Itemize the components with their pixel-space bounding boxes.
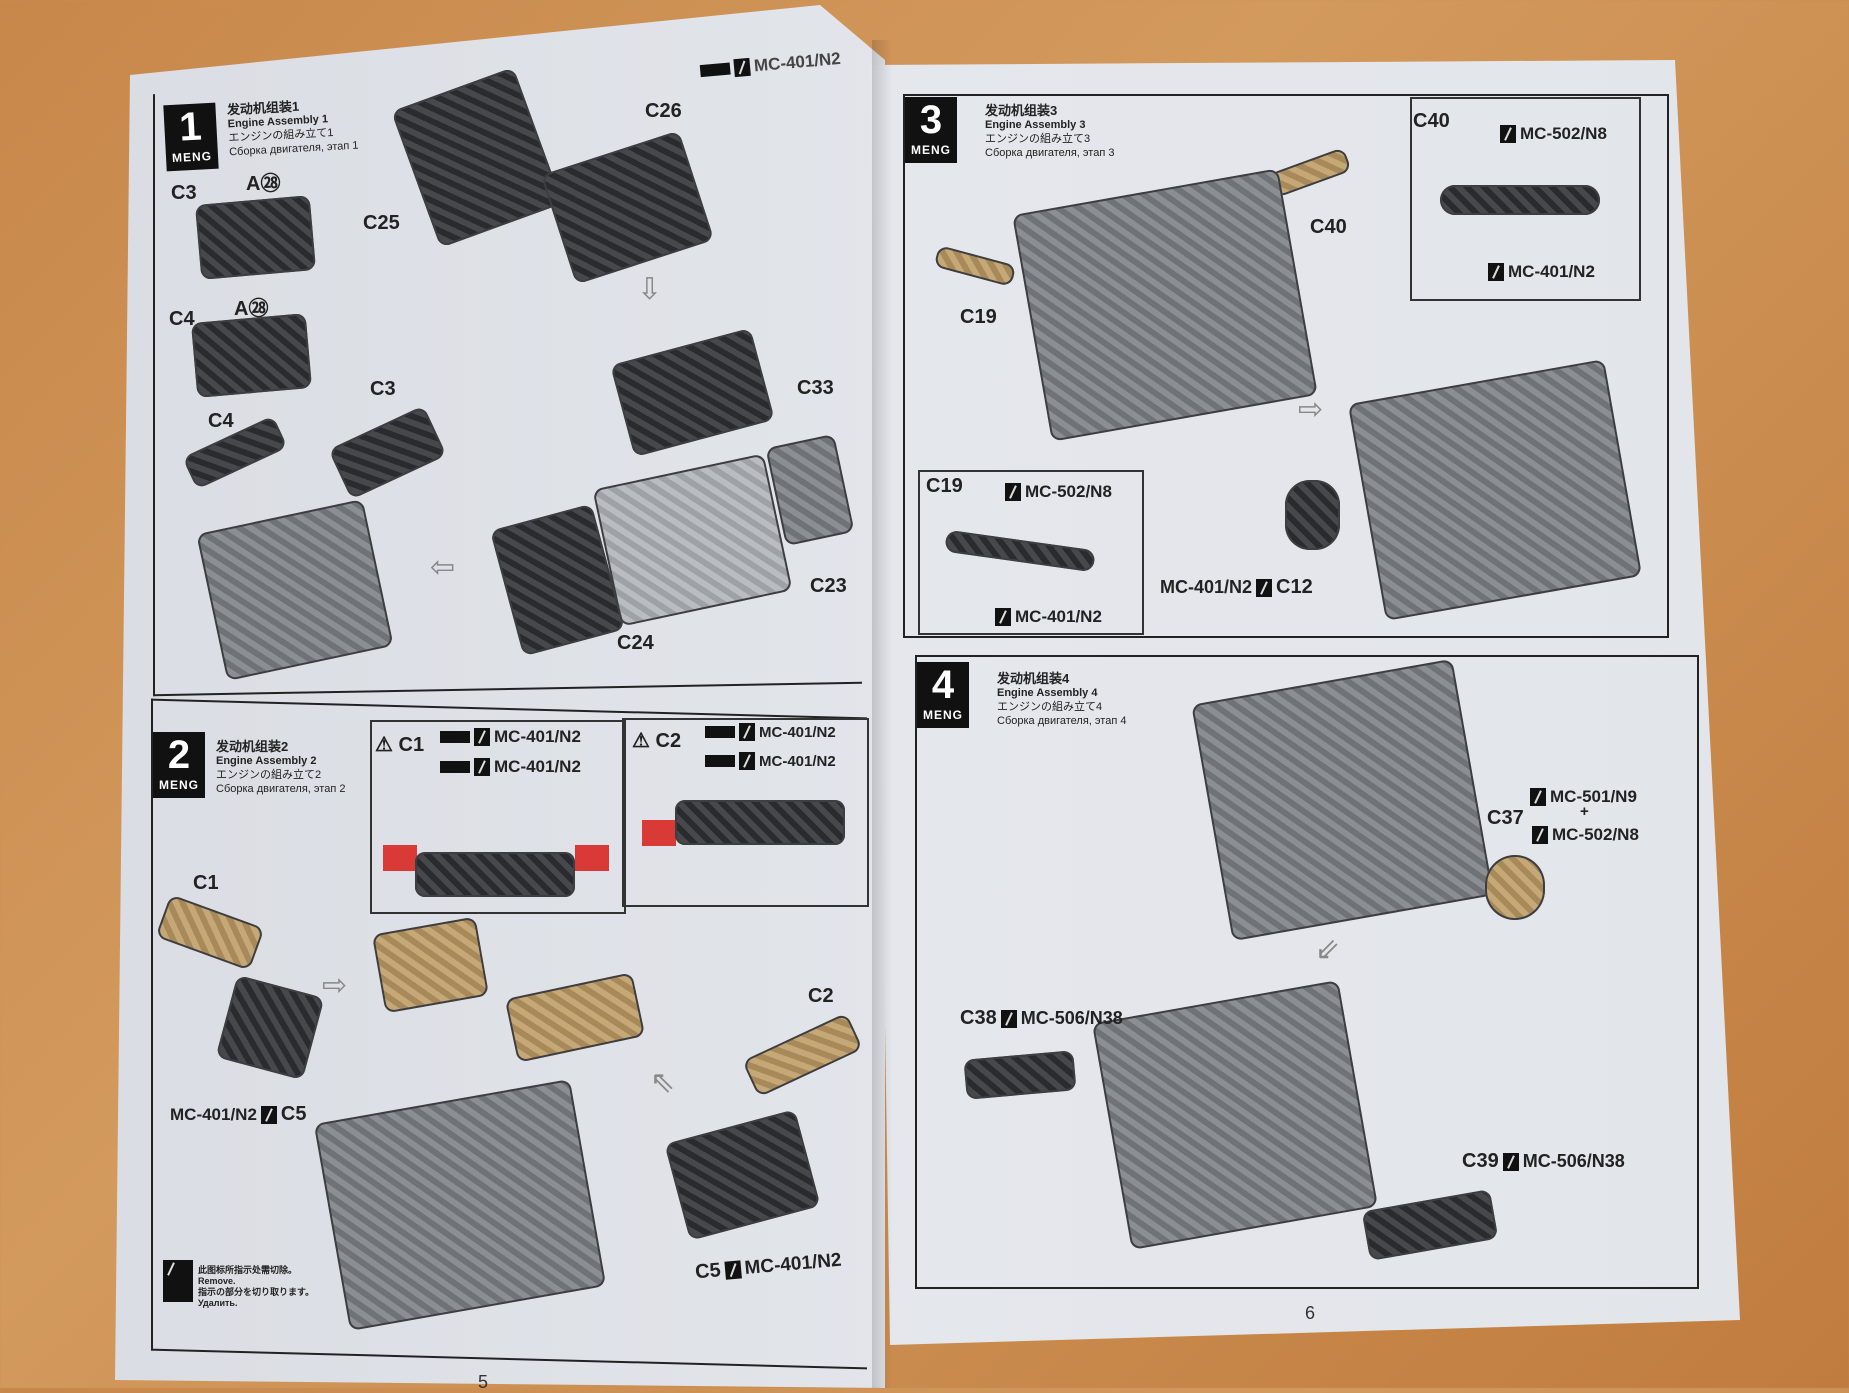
label-c3: C3 (370, 378, 396, 400)
label-c3: C3 (171, 182, 197, 204)
label-c25: C25 (363, 212, 400, 234)
page-number-left: 5 (478, 1372, 489, 1392)
label-c4: C4 (208, 410, 234, 432)
label-c40: C40 (1413, 110, 1450, 132)
c1-callout-label: ⚠ C1 (375, 734, 425, 756)
label-c40: C40 (1310, 216, 1347, 238)
part-c37-image (1485, 855, 1545, 920)
paint-code: MC-501/N9 (1530, 787, 1637, 807)
label-c33: C33 (797, 377, 834, 399)
c2-callout-label: ⚠ C2 (632, 730, 682, 752)
paint-icon (474, 758, 490, 776)
engine-image (1091, 980, 1379, 1250)
paint-icon (1530, 788, 1546, 806)
remove-note: 此图标所指示处需切除。Remove.指示の部分を切り取ります。Удалить. (198, 1265, 315, 1308)
label-c26: C26 (645, 100, 682, 122)
paint-code: MC-502/N8 (1500, 124, 1607, 144)
meng-logo: MENG (171, 148, 213, 166)
step-4-panel (915, 655, 1699, 1289)
up-left-arrow-icon: ⇖ (650, 1066, 676, 1099)
remove-icon (163, 1260, 193, 1302)
page-number-right: 6 (1305, 1303, 1316, 1323)
meng-logo: MENG (911, 143, 951, 157)
cut-mark (642, 820, 676, 846)
label-c1: C1 (193, 872, 219, 894)
c19-detail-box (918, 470, 1144, 635)
paint-code: MC-401/N2 (995, 607, 1102, 627)
paint-icon (733, 57, 751, 78)
part-c2-callout-image (675, 800, 845, 845)
label-c24: C24 (617, 632, 654, 654)
part-c40-detail-image (1440, 185, 1600, 215)
paint-icon (1256, 578, 1273, 597)
engine-assembled-image (313, 1079, 607, 1331)
label-c23: C23 (810, 575, 847, 597)
label-c19: C19 (926, 475, 963, 497)
label-a28: A㉘ (234, 298, 269, 320)
paint-icon (995, 608, 1011, 626)
paint-icon (1500, 125, 1516, 143)
paint-icon (1532, 826, 1548, 844)
down-left-arrow-icon: ⇙ (1315, 933, 1341, 966)
paint-icon (260, 1105, 277, 1124)
engine-image (1347, 359, 1643, 621)
label-c2: C2 (808, 985, 834, 1007)
label-c37: C37 (1487, 807, 1524, 829)
paint-icon (739, 752, 755, 770)
cut-mark (383, 845, 417, 871)
part-c3-image (194, 195, 317, 280)
paint-code: MC-401/N2 (705, 723, 836, 741)
cut-mark (575, 845, 609, 871)
engine-image (1191, 658, 1494, 942)
label-a28: A㉘ (246, 173, 281, 195)
paint-code: MC-401/N2 (1488, 262, 1595, 282)
right-arrow-icon: ⇨ (1298, 393, 1324, 426)
label-c4: C4 (169, 308, 195, 330)
paint-icon (739, 723, 755, 741)
paint-code: MC-502/N8 (1005, 482, 1112, 502)
part-c1-callout-image (415, 852, 575, 897)
paint-icon (1005, 483, 1021, 501)
c1-callout-box (370, 720, 626, 914)
down-arrow-icon: ⇩ (637, 273, 663, 306)
plus-sign: + (1580, 803, 1589, 820)
booklet-spine (872, 40, 892, 1388)
paint-code: MC-401/N2 (705, 752, 836, 770)
step-3-panel (903, 94, 1669, 638)
paint-icon (723, 1259, 742, 1280)
c40-detail-box (1410, 97, 1641, 301)
paint-icon (1000, 1009, 1017, 1028)
paint-code: MC-401/N2 (440, 757, 581, 777)
paint-code: MC-502/N8 (1532, 825, 1639, 845)
engine-image (1012, 168, 1318, 442)
right-arrow-icon: ⇨ (322, 969, 348, 1002)
paint-icon (1502, 1152, 1519, 1171)
meng-logo: MENG (923, 708, 963, 722)
c2-callout-box (622, 718, 869, 907)
label-c19: C19 (960, 306, 997, 328)
paint-code: MC-401/N2 (440, 727, 581, 747)
paint-icon (474, 728, 490, 746)
part-c12-image (1285, 480, 1340, 550)
left-arrow-icon: ⇦ (430, 551, 456, 584)
paint-icon (1488, 263, 1504, 281)
part-c4-image (190, 313, 313, 398)
meng-logo: MENG (159, 778, 199, 792)
